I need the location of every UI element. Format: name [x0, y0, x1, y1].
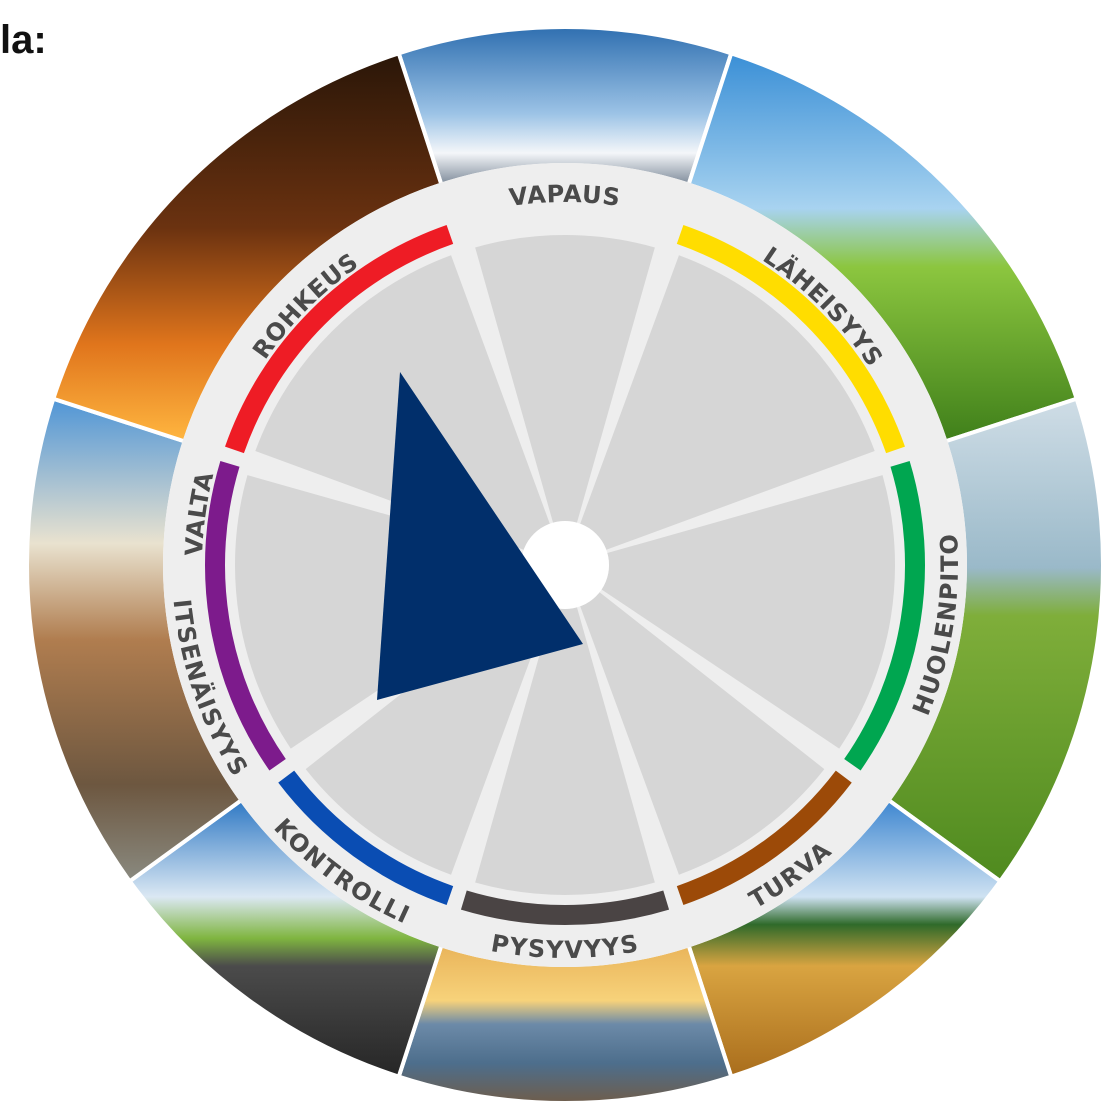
wedge-huolenpito	[601, 475, 895, 749]
wedge-laheisyys	[580, 255, 875, 550]
color-arc-ring	[204, 205, 926, 925]
photo-ring	[25, 25, 1106, 1106]
color-arc-vapaus	[460, 205, 670, 240]
wedge-pysyvyys	[475, 607, 655, 895]
wedge-turva	[580, 592, 825, 875]
wedge-vapaus	[475, 235, 655, 523]
photo-snowy-mountain-sky	[396, 25, 734, 188]
color-arc-turva	[676, 770, 852, 905]
photo-sea-sunset	[396, 942, 734, 1106]
color-arc-kontrolli	[278, 770, 454, 905]
color-arc-rohkeus	[225, 225, 454, 454]
inner-wedges	[234, 235, 895, 895]
color-arc-huolenpito	[844, 460, 926, 771]
page-heading: la:	[0, 18, 47, 62]
color-arc-itsenaisyys	[204, 460, 286, 771]
triangle-pointer-icon	[377, 372, 583, 700]
color-arc-laheisyys	[676, 225, 905, 454]
color-arc-pysyvyys	[460, 890, 670, 925]
label-vapaus: VAPAUS	[507, 180, 622, 212]
